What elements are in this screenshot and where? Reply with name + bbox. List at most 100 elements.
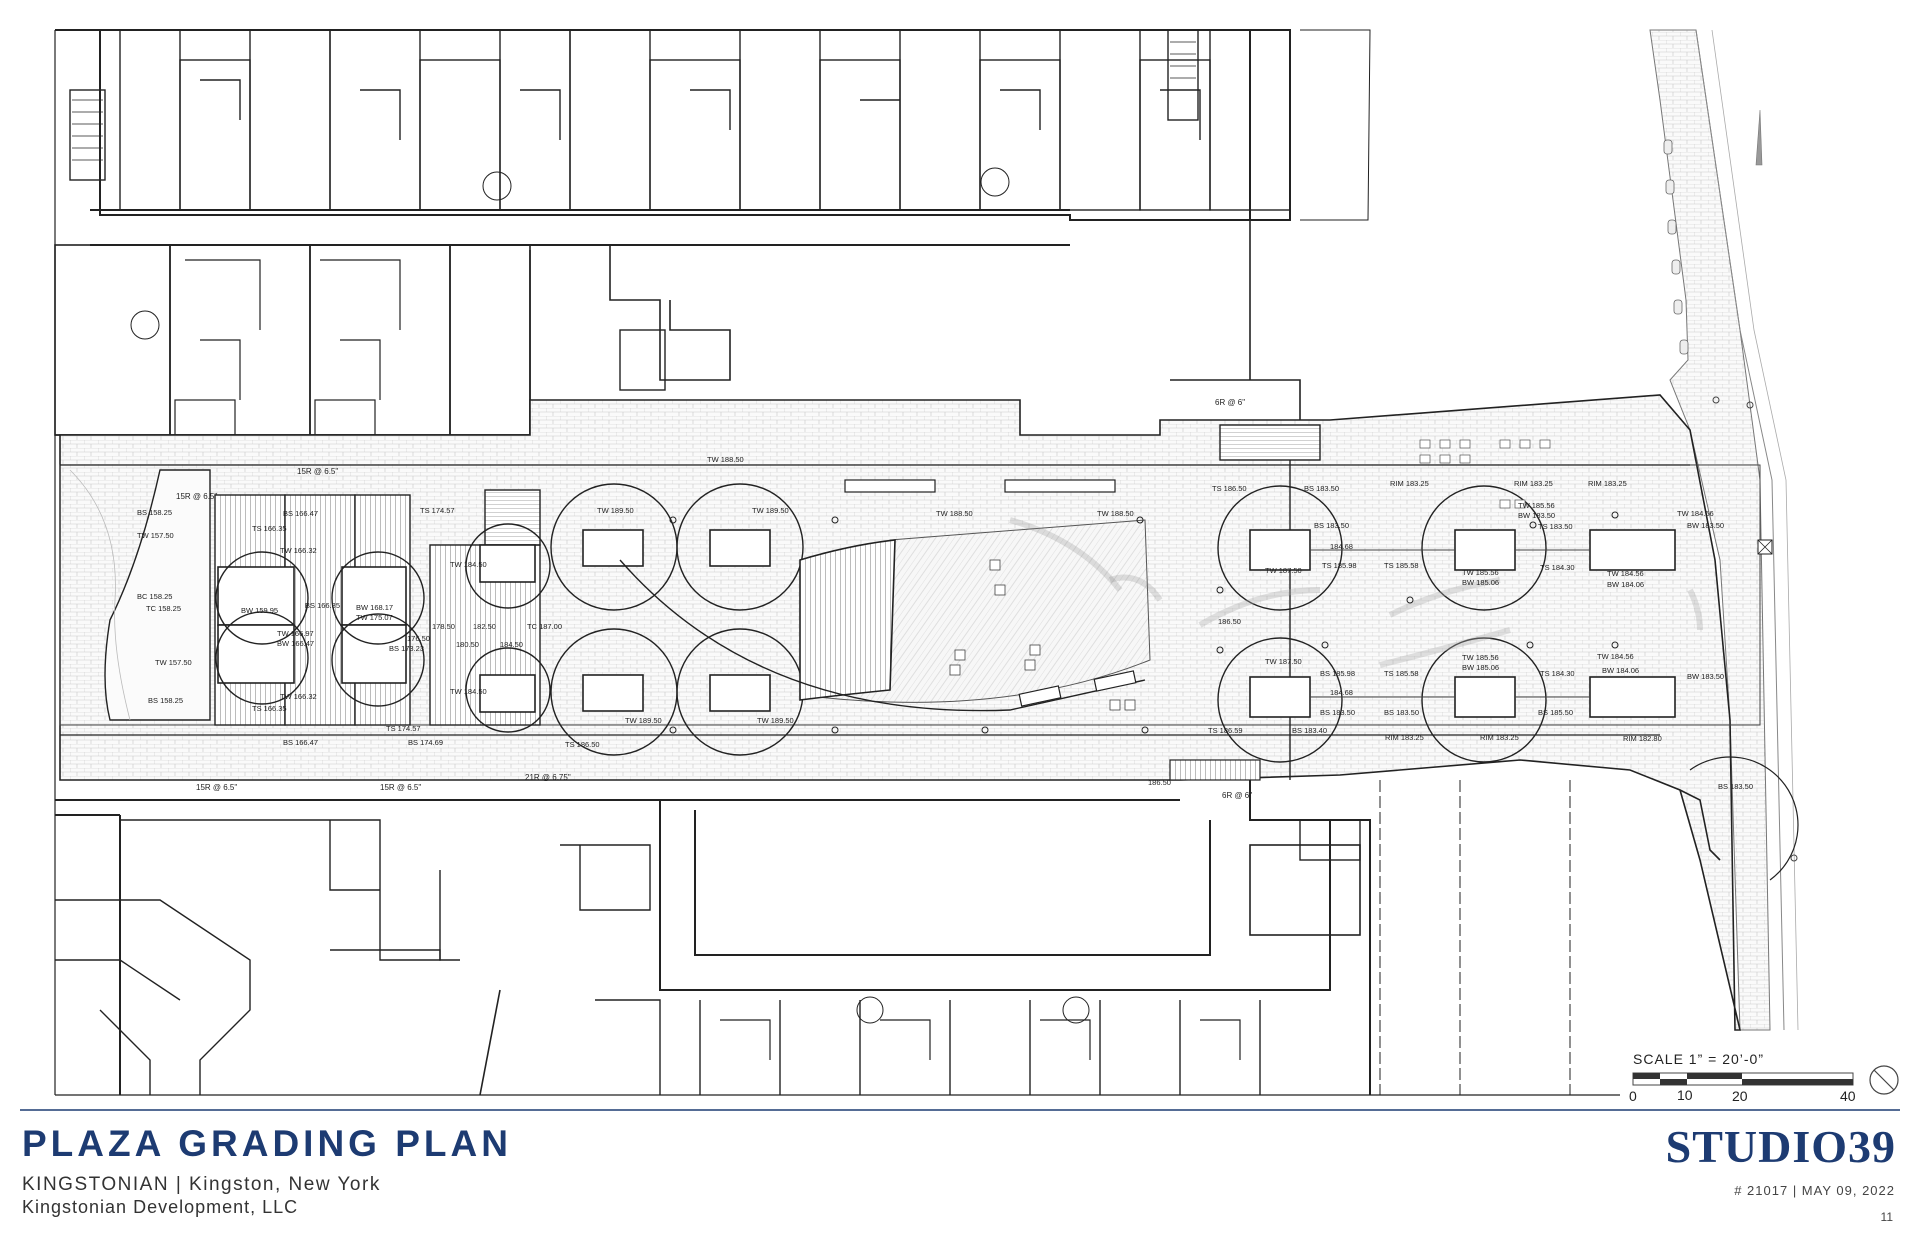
spot-grade: TW 189.50	[625, 716, 662, 725]
spot-grade: TW 189.50	[597, 506, 634, 515]
spot-grade: TS 184.30	[1540, 563, 1575, 572]
scale-bar: SCALE 1” = 20’-0” 0 10 20 40	[1629, 1051, 1856, 1104]
stair-note: 6R @ 6"	[1222, 791, 1252, 800]
spot-grade: BS 183.50	[1320, 708, 1355, 717]
spot-grade: TW 189.50	[752, 506, 789, 515]
spot-grade: BW 159.95	[241, 606, 278, 615]
spot-grade: BS 183.50	[1718, 782, 1753, 791]
spot-grade: TS 174.57	[420, 506, 455, 515]
spot-grade: 178.50	[432, 622, 455, 631]
stair-note: 15R @ 6.5"	[196, 783, 237, 792]
spot-grade: TW 166.32	[280, 692, 317, 701]
spot-grade: TW 187.50	[1265, 657, 1302, 666]
stair-note: 21R @ 6.75"	[525, 773, 571, 782]
spot-grade: BW 183.50	[1687, 521, 1724, 530]
spot-grade: RIM 183.25	[1514, 479, 1553, 488]
plan-title: PLAZA GRADING PLAN	[22, 1123, 512, 1164]
sidewalk-right	[1649, 29, 1799, 1031]
spot-grade: BS 158.25	[148, 696, 183, 705]
spot-grade: TW 188.50	[1097, 509, 1134, 518]
spot-grade: BS 185.50	[1538, 708, 1573, 717]
spot-grade: TW 185.56	[1462, 568, 1499, 577]
building-north	[55, 29, 1371, 340]
spot-grade: TW 157.50	[137, 531, 174, 540]
planters-east	[1198, 439, 1773, 780]
spot-grade: TS 183.50	[1538, 522, 1573, 531]
building-south	[55, 756, 1799, 1096]
sheet-number: 11	[1880, 1210, 1893, 1224]
stair-set-east	[1169, 424, 1321, 781]
sheet-border	[20, 30, 1900, 1111]
spot-grade: TS 186.50	[565, 740, 600, 749]
spot-grade: TC 158.25	[146, 604, 181, 613]
planters-west	[217, 544, 536, 713]
spot-grade: RIM 183.25	[1588, 479, 1627, 488]
spot-grade: TS 174.57	[386, 724, 421, 733]
project-location: KINGSTONIAN | Kingston, New York	[22, 1174, 381, 1195]
spot-grade: RIM 182.80	[1623, 734, 1662, 743]
spot-grade: TS 185.58	[1384, 561, 1419, 570]
stair-note: 15R @ 6.5"	[380, 783, 421, 792]
spot-grade: 186.50	[1218, 617, 1241, 626]
spot-grade: BS 166.85	[305, 601, 340, 610]
spot-grade: TW 184.56	[1677, 509, 1714, 518]
spot-grade: BW 183.50	[1687, 672, 1724, 681]
planters-central	[550, 483, 804, 756]
spot-grade: TS 186.59	[1208, 726, 1243, 735]
central-feature	[619, 479, 1163, 712]
spot-grade: TW 184.50	[450, 687, 487, 696]
spot-grade: BS 183.40	[1292, 726, 1327, 735]
spot-grade: 184.68	[1330, 688, 1353, 697]
spot-grade: 184.68	[1330, 542, 1353, 551]
light-fixtures	[669, 511, 1619, 734]
scale-tick: 20	[1732, 1088, 1748, 1104]
spot-grade: TW 184.56	[1607, 569, 1644, 578]
spot-grade: TS 166.35	[252, 704, 287, 713]
spot-grade: TW 187.50	[1265, 566, 1302, 575]
spot-grade: TW 166.97	[277, 629, 314, 638]
scale-label: SCALE 1” = 20’-0”	[1633, 1051, 1764, 1067]
spot-grade: BS 174.69	[408, 738, 443, 747]
spot-grade: RIM 183.25	[1385, 733, 1424, 742]
spot-grade: BS 183.50	[1314, 521, 1349, 530]
spot-grade: 176.50	[407, 634, 430, 643]
spot-grade: TW 157.50	[155, 658, 192, 667]
spot-grade: BS 166.47	[283, 738, 318, 747]
spot-grade: TW 184.50	[450, 560, 487, 569]
spot-grade: BS 173.23	[389, 644, 424, 653]
spot-grade: RIM 183.25	[1390, 479, 1429, 488]
tree-canopies-west	[215, 523, 551, 733]
spot-grade: 186.50	[1148, 778, 1171, 787]
spot-grade: TW 188.50	[936, 509, 973, 518]
spot-grade: TS 166.35	[252, 524, 287, 533]
spot-grade-labels: BS 158.25 TW 157.50 BC 158.25 TC 158.25 …	[137, 455, 1753, 791]
spot-grade: BW 168.17	[356, 603, 393, 612]
scale-tick: 10	[1677, 1087, 1693, 1103]
spot-grade: TW 175.07	[356, 613, 393, 622]
spot-grade: BC 158.25	[137, 592, 172, 601]
building-north-lower	[54, 220, 1301, 440]
spot-grade: TS 184.30	[1540, 669, 1575, 678]
spot-grade: TW 184.56	[1597, 652, 1634, 661]
spot-grade: BW 184.06	[1607, 580, 1644, 589]
stair-note: 15R @ 6.5"	[176, 492, 217, 501]
spot-grade: BW 166.47	[277, 639, 314, 648]
stair-note: 6R @ 6"	[1215, 398, 1245, 407]
spot-grade: BS 183.50	[1384, 708, 1419, 717]
spot-grade: 182.50	[473, 622, 496, 631]
spot-grade: BS 185.98	[1320, 669, 1355, 678]
spot-grade: TW 166.32	[280, 546, 317, 555]
spot-grade: TS 185.58	[1384, 669, 1419, 678]
scale-tick: 40	[1840, 1088, 1856, 1104]
spot-grade: BS 166.47	[283, 509, 318, 518]
spot-grade: TC 187.00	[527, 622, 562, 631]
spot-grade: RIM 183.25	[1480, 733, 1519, 742]
spot-grade: TW 188.50	[707, 455, 744, 464]
spot-grade: BS 183.50	[1304, 484, 1339, 493]
client-name: Kingstonian Development, LLC	[22, 1197, 299, 1217]
spot-grade: BW 185.06	[1462, 663, 1499, 672]
stair-note: 15R @ 6.5"	[297, 467, 338, 476]
scale-tick: 0	[1629, 1088, 1637, 1104]
spot-grade: TS 185.98	[1322, 561, 1357, 570]
